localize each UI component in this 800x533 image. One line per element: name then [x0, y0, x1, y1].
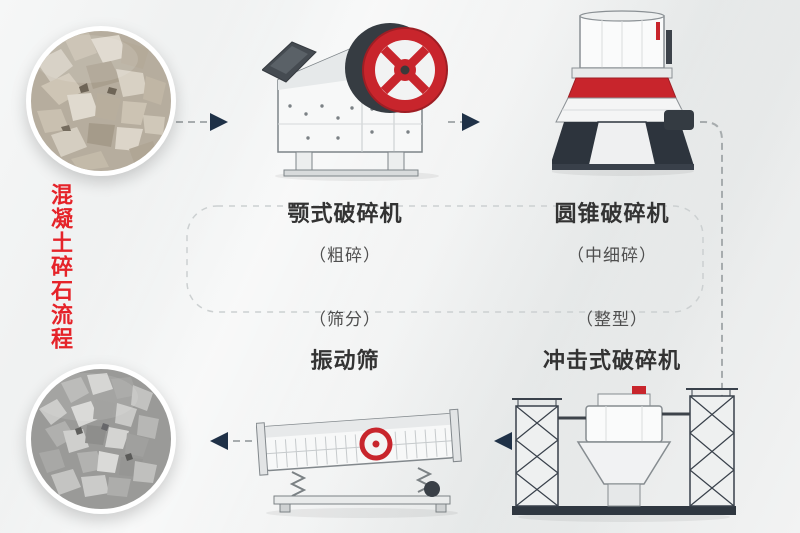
vibrating-screen-image: [255, 390, 468, 520]
arrowhead-left-1-icon: [494, 432, 512, 450]
crushed-gravel-icon: [34, 373, 159, 497]
jaw-crusher-label: 颚式破碎机: [287, 202, 403, 227]
jaw-crusher-illustration: [261, 23, 448, 181]
arrowhead-right-2-icon: [462, 113, 480, 131]
cone-crusher-image: [550, 10, 697, 178]
cone-crusher-sublabel: （中细碎）: [567, 246, 657, 266]
vibrating-screen-sublabel: （筛分）: [309, 310, 381, 330]
arrowhead-left-2-icon: [210, 432, 228, 450]
diagram-title: 混凝土碎石流程: [47, 183, 72, 351]
vibrating-screen-label: 振动筛: [310, 349, 380, 374]
cone-crusher-illustration: [550, 10, 694, 176]
jaw-crusher-sublabel: （粗碎）: [309, 246, 381, 266]
concrete-rubble-icon: [34, 33, 166, 171]
decorative-dashed-frame: [186, 205, 704, 313]
impact-crusher-image: [510, 382, 738, 524]
arrowhead-right-1-icon: [210, 113, 228, 131]
crushed-gravel-photo: [26, 364, 176, 514]
impact-crusher-sublabel: （整型）: [576, 310, 648, 330]
impact-crusher-illustration: [512, 386, 738, 522]
vibrating-screen-illustration: [255, 408, 462, 518]
cone-crusher-label: 圆锥破碎机: [554, 202, 670, 227]
impact-crusher-label: 冲击式破碎机: [542, 349, 681, 374]
concrete-rubble-photo: [26, 26, 176, 176]
jaw-crusher-image: [261, 14, 457, 184]
